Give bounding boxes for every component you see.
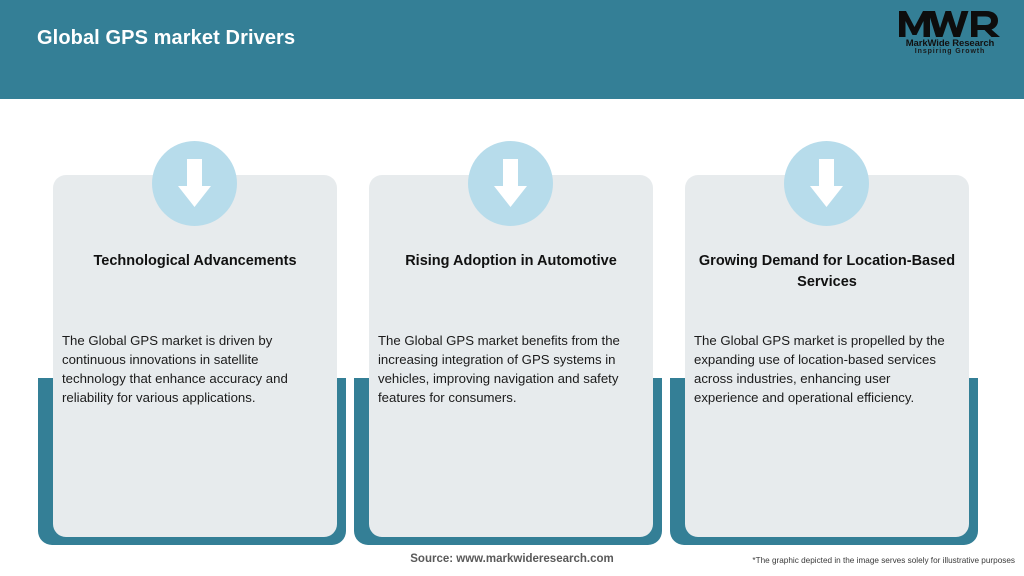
card-body-text: The Global GPS market is driven by conti… [62,333,288,406]
mwr-logo-icon [899,11,1000,37]
arrow-down-icon [178,159,211,207]
driver-card-2: Rising Adoption in Automotive The Global… [353,0,683,576]
card-body-text: The Global GPS market is propelled by th… [694,333,945,406]
card-title: Growing Demand for Location-Based Servic… [698,253,956,291]
source-label: Source: www.markwideresearch.com [410,553,614,565]
card-surface [685,175,969,537]
page-title: Global GPS market Drivers [37,27,296,49]
arrow-down-icon [494,159,527,207]
brand-logo: MarkWide Research Inspiring Growth [898,8,1002,58]
driver-card-3: Growing Demand for Location-Based Servic… [669,0,999,576]
logo-company-name: MarkWide Research [905,38,995,49]
card-body-text: The Global GPS market benefits from the … [378,333,620,406]
card-surface [369,175,653,537]
logo-tagline: Inspiring Growth [914,48,986,55]
driver-card-1: Technological Advancements The Global GP… [37,0,367,576]
card-title: Rising Adoption in Automotive [405,253,617,269]
card-title: Technological Advancements [93,253,297,269]
header-bar: Global GPS market Drivers MarkWide Resea… [0,0,1024,99]
arrow-down-icon [810,159,843,207]
card-surface [53,175,337,537]
disclaimer-label: *The graphic depicted in the image serve… [752,556,1015,565]
